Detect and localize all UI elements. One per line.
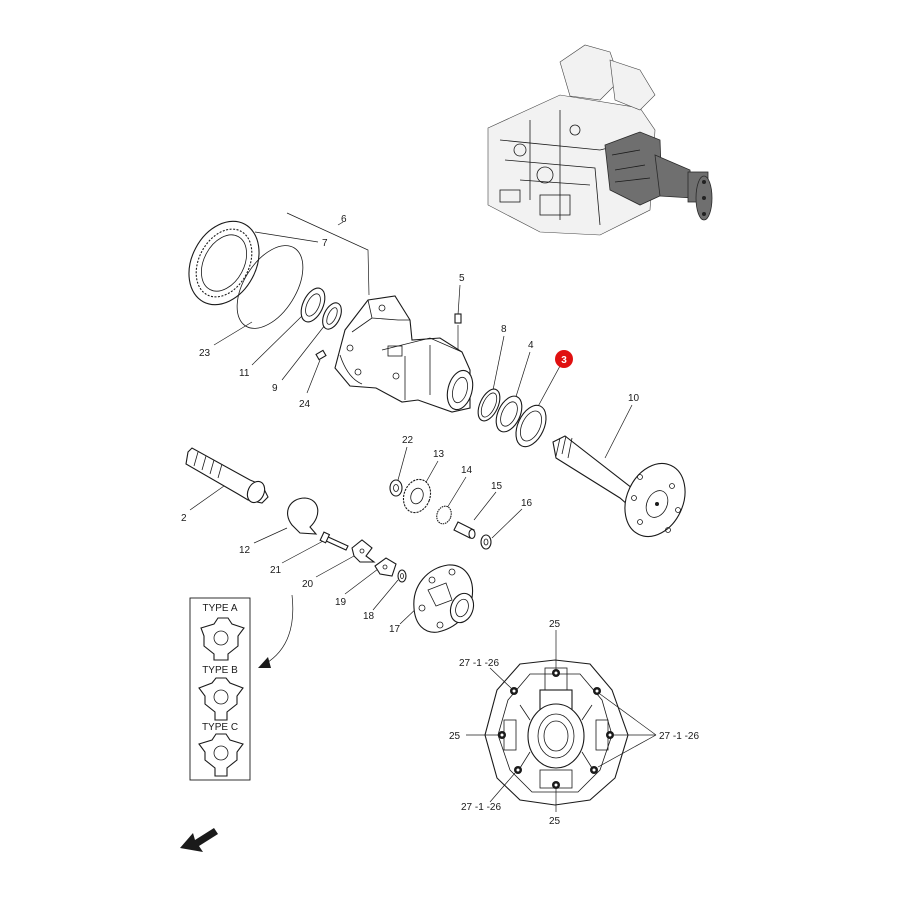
callout-labels: 6 7 5 23 11 9 24 8 4 10 2 22 13 14 15 16… [181,214,640,635]
detail-callout-top-left[interactable]: 27 -1 -26 [459,658,499,669]
callout-10[interactable]: 10 [628,393,640,404]
callout-6[interactable]: 6 [341,214,347,225]
callout-19[interactable]: 19 [335,597,347,608]
part-axle-shaft [552,435,686,537]
callout-11[interactable]: 11 [239,368,250,379]
callout-21[interactable]: 21 [270,565,282,576]
type-labels: TYPE A TYPE B TYPE C [202,603,238,733]
part-ring-gear [188,220,260,306]
part-thrust-washer [389,479,403,497]
callout-9[interactable]: 9 [272,383,278,394]
type-b-plate-icon [198,677,244,721]
part-circlip [287,497,319,535]
part-o-ring [236,245,304,329]
part-washer-small [397,569,407,583]
callout-8[interactable]: 8 [501,324,507,335]
type-box [189,597,251,781]
part-planet-carrier [413,564,475,633]
part-needle-bearing [436,505,452,525]
type-b-label: TYPE B [202,665,238,676]
part-bolt [319,531,349,551]
part-plug [315,349,327,361]
part-breather [454,313,462,324]
leader-lines [189,212,633,625]
callout-20[interactable]: 20 [302,579,314,590]
part-lock-plate [351,539,376,563]
callout-2[interactable]: 2 [181,513,187,524]
part-bearing-inner [495,395,523,433]
callout-5[interactable]: 5 [459,273,465,284]
detail-callout-bottom[interactable]: 25 [549,816,561,827]
detail-callout-right[interactable]: 27 -1 -26 [659,731,699,742]
detail-leader-lines [466,630,657,812]
callout-18[interactable]: 18 [363,611,375,622]
callout-13[interactable]: 13 [433,449,445,460]
callout-23[interactable]: 23 [199,348,211,359]
part-retainer [374,557,397,577]
callout-3[interactable]: 3 [561,355,567,366]
callout-24[interactable]: 24 [299,399,311,410]
highlight-marker [555,350,573,368]
callout-4[interactable]: 4 [528,340,534,351]
callout-16[interactable]: 16 [521,498,533,509]
detail-callout-bottom-left[interactable]: 27 -1 -26 [461,802,501,813]
part-snap-ring [477,388,501,422]
type-a-label: TYPE A [202,603,237,614]
tractor-overview-icon [487,44,713,236]
part-input-shaft [185,447,269,504]
detail-view-carrier-front [484,659,629,806]
type-c-label: TYPE C [202,722,238,733]
curved-pointer-arrow-icon [258,594,294,668]
callout-7[interactable]: 7 [322,238,328,249]
part-bearing-outer [300,287,326,323]
callout-17[interactable]: 17 [389,624,401,635]
callout-14[interactable]: 14 [461,465,473,476]
callout-12[interactable]: 12 [239,545,251,556]
detail-callout-top[interactable]: 25 [549,619,561,630]
callout-22[interactable]: 22 [402,435,414,446]
part-pin-washer [480,534,492,550]
type-c-plate-icon [198,733,244,777]
part-axle-housing [334,295,474,413]
type-a-plate-icon [200,617,245,661]
part-planet-pin [453,521,476,540]
part-planet-gear [402,478,432,514]
part-seal [322,302,342,330]
detail-callout-left[interactable]: 25 [449,731,461,742]
callout-3-highlighted[interactable]: 3 [555,350,573,368]
callout-15[interactable]: 15 [491,481,503,492]
part-oil-seal-highlighted [515,404,547,448]
arrow-down-left-icon [180,828,218,852]
detail-labels: 25 27 -1 -26 25 27 -1 -26 27 -1 -26 25 [449,619,699,827]
